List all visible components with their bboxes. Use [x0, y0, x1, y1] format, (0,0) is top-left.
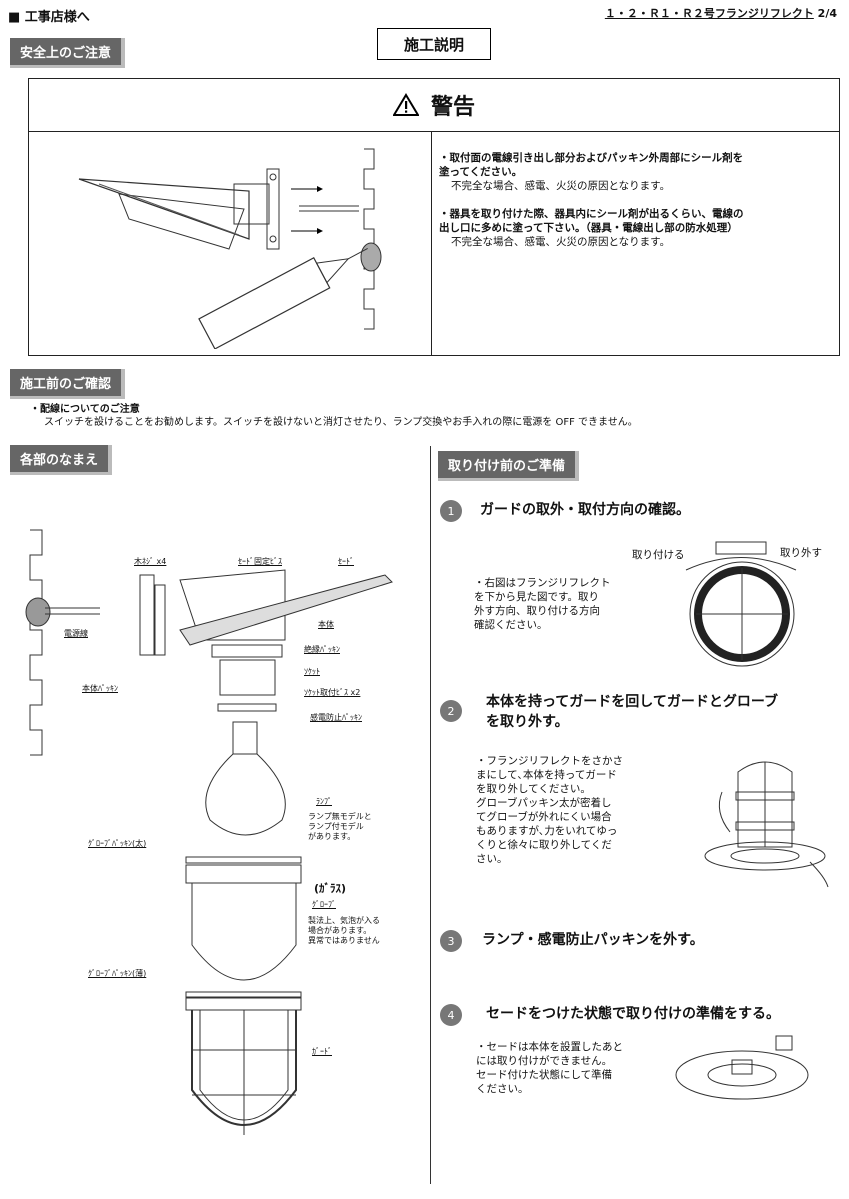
label-socket-screw: ｿｹｯﾄ取付ﾋﾞｽ x2: [304, 688, 361, 697]
label-wire: 電源線: [64, 629, 88, 638]
step-1-label-attach: 取り付ける: [632, 549, 685, 561]
removing-guard-illustration: [704, 761, 829, 888]
page-number: 2/4: [817, 7, 837, 20]
step-4-title: セードをつけた状態で取り付けの準備をする。: [486, 1006, 780, 1022]
label-body: 本体: [318, 620, 334, 629]
warning-text: ・取付面の電線引き出し部分およびパッキン外周部にシール剤を 塗ってください。 不…: [439, 151, 831, 263]
warning-title: 警告: [430, 95, 475, 120]
label-shade: ｾｰﾄﾞ: [338, 557, 354, 566]
label-lamp: ﾗﾝﾌﾟ: [316, 797, 332, 806]
warning-item-2-main: ・器具を取り付けた際、器具内にシール剤が出るくらい、電線の 出し口に多めに塗って…: [439, 208, 744, 234]
step-1-number: 1: [440, 500, 462, 522]
step-1-text: ・右図はフランジリフレクト を下から見た図です。取り 外す方向、取り付ける方向 …: [474, 577, 611, 631]
construction-title: 施工説明: [377, 28, 491, 60]
label-lamp-note: ランプ無モデルと ランプ付モデル があります。: [308, 812, 372, 841]
column-divider: [430, 446, 431, 1184]
warning-item-2-sub: 不完全な場合、感電、火災の原因となります。: [451, 236, 671, 248]
header-right: １・２・Ｒ１・Ｒ２号フランジリフレクト 2/4: [605, 5, 837, 21]
warning-item-2: ・器具を取り付けた際、器具内にシール剤が出るくらい、電線の 出し口に多めに塗って…: [439, 207, 831, 249]
label-shade-screw: ｾｰﾄﾞ固定ﾋﾞｽ: [238, 557, 282, 566]
step-2-title: 本体を持ってガードを回してガードとグローブ を取り外す。: [486, 694, 779, 730]
label-globe: ｸﾞﾛｰﾌﾞ: [312, 900, 336, 909]
section-safety: 安全上のご注意: [10, 38, 126, 68]
step-1-title: ガードの取外・取付方向の確認。: [480, 502, 690, 518]
warning-triangle-icon: [392, 93, 419, 116]
step-3-title: ランプ・感電防止パッキンを外す。: [482, 932, 704, 948]
section-pre-check: 施工前のご確認: [10, 369, 126, 399]
label-glove-packing-thick: ｸﾞﾛｰﾌﾞﾊﾟｯｷﾝ(太): [88, 839, 147, 848]
step-1-label-remove: 取り外す: [780, 547, 822, 559]
warning-divider: [431, 131, 432, 355]
parts-diagram: [25, 529, 393, 1135]
label-guard: ｶﾞｰﾄﾞ: [312, 1047, 332, 1056]
step-3-number: 3: [440, 930, 462, 952]
product-title: １・２・Ｒ１・Ｒ２号フランジリフレクト: [604, 7, 814, 20]
step-4-number: 4: [440, 1004, 462, 1026]
header-left: ■ 工事店様へ: [8, 10, 90, 25]
guard-bottom-view: [685, 541, 797, 667]
pre-check-heading: ・配線についてのご注意: [30, 404, 140, 415]
step-4-text: ・セードは本体を設置したあと には取り付けができません。 セード付けた状態にして…: [476, 1041, 623, 1095]
step-2-text: ・フランジリフレクトをさかさ まにして､本体を持ってガード を取り外してください…: [476, 755, 623, 865]
section-preparation: 取り付け前のご準備: [438, 451, 580, 481]
section-parts: 各部のなまえ: [10, 445, 113, 475]
warning-box: 警告 ・取付面の電線引き出し部分およびパッキン外周部にシ: [28, 78, 840, 356]
warning-header: 警告: [29, 79, 839, 132]
label-body-packing: 本体ﾊﾟｯｷﾝ: [82, 684, 118, 693]
warning-item-1-main: ・取付面の電線引き出し部分およびパッキン外周部にシール剤を 塗ってください。: [439, 152, 744, 178]
shade-attached-illustration: [675, 1035, 809, 1100]
pre-check-body: スイッチを設けることをお勧めします。スイッチを設けないと消灯させたり、ランプ交換…: [44, 417, 638, 428]
warning-item-1: ・取付面の電線引き出し部分およびパッキン外周部にシール剤を 塗ってください。 不…: [439, 151, 831, 193]
sealant-illustration: [78, 148, 382, 349]
step-2-number: 2: [440, 700, 462, 722]
label-insulation-packing: 絶縁ﾊﾟｯｷﾝ: [304, 645, 340, 654]
label-shock-packing: 感電防止ﾊﾟｯｷﾝ: [310, 713, 362, 722]
warning-item-1-sub: 不完全な場合、感電、火災の原因となります。: [451, 180, 671, 192]
label-glove-packing-thin: ｸﾞﾛｰﾌﾞﾊﾟｯｷﾝ(薄): [88, 969, 147, 978]
label-wood-screw: 木ﾈｼﾞ x4: [134, 557, 167, 566]
label-glass: (ｶﾞﾗｽ): [314, 882, 347, 895]
label-globe-note: 製法上、気泡が入る 場合があります。 異常ではありません: [308, 916, 380, 945]
label-socket: ｿｹｯﾄ: [304, 667, 320, 676]
